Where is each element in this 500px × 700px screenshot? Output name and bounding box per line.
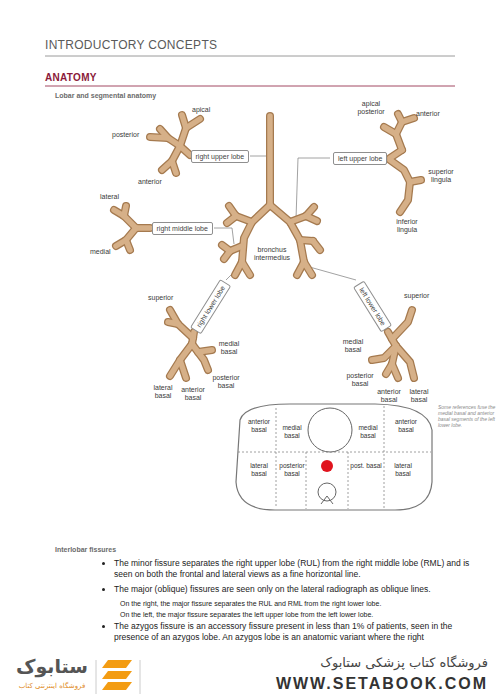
logo-bar xyxy=(102,682,132,690)
segment-label: medial basal xyxy=(278,424,306,439)
lobe-name: left upper lobe xyxy=(338,154,382,163)
vertebra-process xyxy=(321,496,333,504)
segment-dividers xyxy=(238,406,431,509)
bullet-text: The major (oblique) fissures are seen on… xyxy=(114,584,479,595)
lobe-name: right middle lobe xyxy=(157,224,208,233)
logo-text: ستابوک xyxy=(10,654,94,678)
segment-label: posterior basal xyxy=(210,374,242,390)
segment-label: posterior xyxy=(112,131,139,139)
segment-label: medial basal xyxy=(354,424,382,439)
segment-label: superior xyxy=(404,292,429,300)
segment-label: post. basal xyxy=(350,462,382,470)
vertebra xyxy=(318,483,336,501)
segment-label: medial basal xyxy=(216,340,242,356)
sub-heading: Lobar and segmental anatomy xyxy=(55,92,156,99)
bullet-text: The minor fissure separates the right up… xyxy=(114,558,479,580)
lobe-name: right upper lobe xyxy=(196,152,245,161)
segment-label: bronchus intermedius xyxy=(252,246,292,262)
logo-divider xyxy=(140,660,141,694)
bronchial-tree-outline xyxy=(114,114,421,378)
sub-bullet-text: On the right, the major fissure separate… xyxy=(120,599,479,608)
segment-label: anterior xyxy=(138,178,162,186)
segment-label: apical posterior xyxy=(356,100,386,116)
section-heading: ANATOMY xyxy=(45,72,97,83)
segment-label: superior xyxy=(148,294,173,302)
heart-outline xyxy=(308,408,352,452)
segment-divider xyxy=(276,408,277,508)
logo-bar xyxy=(102,671,132,679)
lobe-label-box: right lower lobe xyxy=(189,278,230,334)
leader-line xyxy=(250,156,268,157)
segment-label: apical xyxy=(192,106,210,114)
segment-label: inferior lingula xyxy=(392,218,422,234)
bullet-list: The minor fissure separates the right up… xyxy=(100,558,479,647)
page-header: INTRODUCTORY CONCEPTS xyxy=(45,38,217,52)
segment-label: lateral xyxy=(100,193,119,201)
segment-label: lateral basal xyxy=(388,462,418,477)
logo-divider xyxy=(96,660,97,694)
sub-heading: Interlobar fissures xyxy=(55,546,116,553)
segment-label: lateral basal xyxy=(244,462,274,477)
segment-label: anterior basal xyxy=(178,386,208,402)
lobe-label-box: left lower lobe xyxy=(352,280,391,332)
logo-icon xyxy=(102,660,132,690)
side-note: Some references fuse the medial basal an… xyxy=(438,404,496,428)
segment-label: anterior basal xyxy=(390,418,422,433)
lobe-label-box: left upper lobe xyxy=(333,152,387,165)
segment-divider xyxy=(306,452,307,509)
lobe-label-box: right middle lobe xyxy=(152,222,213,235)
footer-band xyxy=(0,650,500,700)
segment-divider xyxy=(348,452,349,509)
segment-label: lateral basal xyxy=(406,388,432,404)
bronchial-tree xyxy=(114,114,421,378)
segment-label: anterior xyxy=(416,110,440,118)
bullet-text: The azygos fissure is an accessory fissu… xyxy=(114,621,479,643)
lobe-name: right lower lobe xyxy=(194,283,227,328)
header-rule xyxy=(45,56,455,57)
aorta-dot xyxy=(321,460,333,472)
segment-label: superior lingula xyxy=(426,168,456,184)
logo-subtitle: فروشگاه اینترنتی کتاب xyxy=(10,682,94,691)
thorax-outline xyxy=(236,404,432,510)
sub-bullet-text: On the left, the major fissure separates… xyxy=(120,610,479,619)
segment-label: medial basal xyxy=(340,338,366,354)
segment-label: anterior basal xyxy=(244,418,274,433)
segment-divider xyxy=(384,406,385,508)
section-rule xyxy=(45,86,455,87)
watermark-text: فروشگاه کتاب پزشکی ستابوک xyxy=(230,654,488,672)
segment-label: posterior basal xyxy=(277,462,307,477)
lobe-label-box: right upper lobe xyxy=(191,150,250,163)
segment-label: posterior basal xyxy=(344,372,376,388)
segment-label: anterior basal xyxy=(374,388,404,404)
segment-label: medial xyxy=(90,248,111,256)
lobe-name: left lower lobe xyxy=(357,285,388,326)
watermark-url: WWW.SETABOOK.COM xyxy=(230,674,488,694)
logo-bar xyxy=(102,660,132,668)
segment-label: lateral basal xyxy=(150,384,176,400)
